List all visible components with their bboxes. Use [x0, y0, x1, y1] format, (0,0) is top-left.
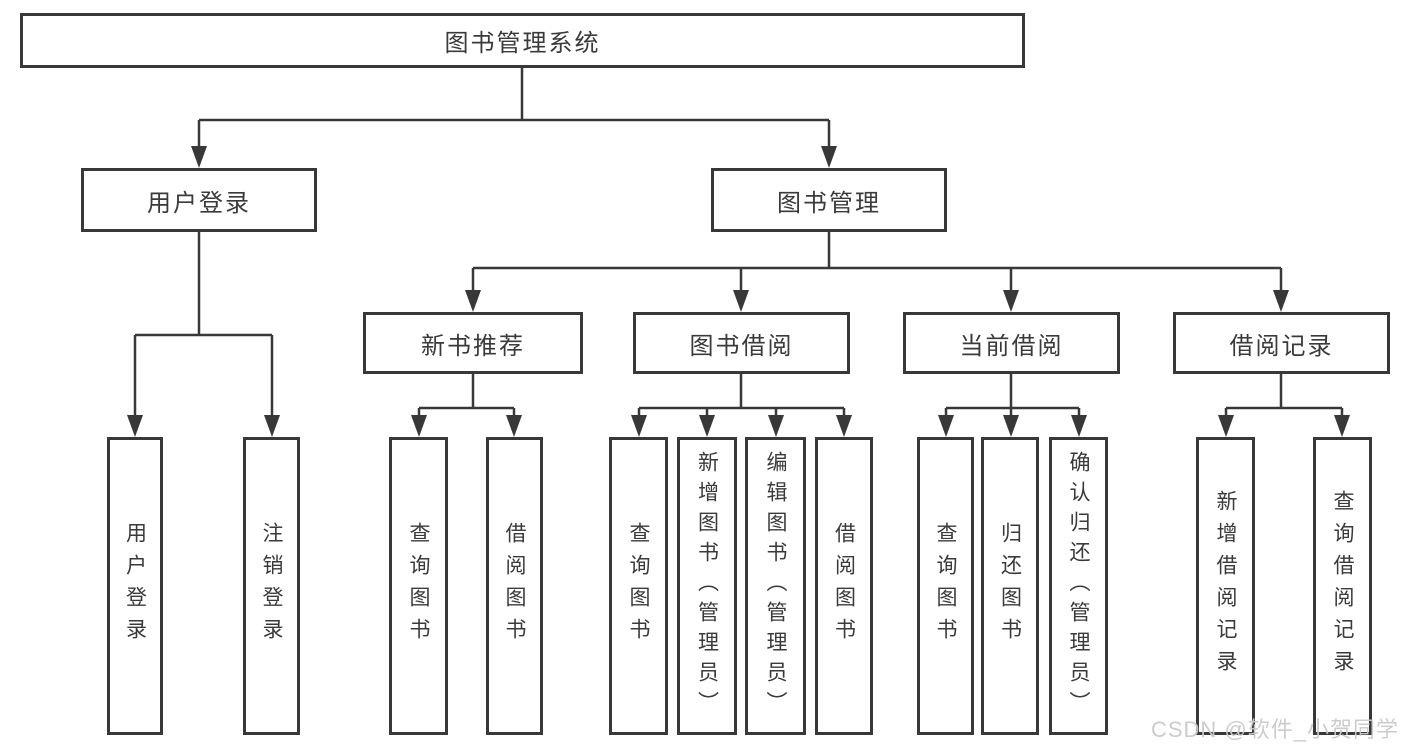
node-user-login: 用户登录 — [81, 168, 317, 232]
leaf-borrow-borrow-books-label: 借阅图书 — [832, 522, 856, 650]
leaf-borrow-borrow-books: 借阅图书 — [815, 437, 873, 735]
connector-user-login-children — [127, 232, 280, 437]
node-new-book-recommend: 新书推荐 — [363, 312, 583, 374]
leaf-borrow-edit-books-admin-label: 编辑图书（管理员） — [764, 451, 787, 721]
arrowhead — [264, 415, 280, 437]
arrowhead — [699, 415, 715, 437]
leaf-current-query-books-label: 查询图书 — [934, 522, 957, 650]
leaf-current-confirm-return-admin-label: 确认归还（管理员） — [1067, 451, 1090, 721]
node-library-system: 图书管理系统 — [20, 13, 1025, 68]
arrowhead — [1071, 415, 1087, 437]
arrowhead — [1003, 290, 1019, 312]
leaf-current-query-books: 查询图书 — [917, 437, 974, 735]
leaf-user-login-label: 用户登录 — [123, 522, 147, 650]
csdn-watermark: CSDN @软件_小贺同学 — [1150, 717, 1399, 742]
arrowhead — [1273, 290, 1289, 312]
connector-new-books-children — [411, 374, 522, 437]
arrowhead — [411, 415, 427, 437]
leaf-borrow-edit-books-admin: 编辑图书（管理员） — [745, 437, 806, 735]
leaf-newbooks-query-books-label: 查询图书 — [407, 522, 430, 650]
arrowhead — [768, 415, 784, 437]
leaf-records-add-record: 新增借阅记录 — [1196, 437, 1255, 735]
connector-book-mgmt-children — [465, 232, 1289, 312]
arrowhead — [127, 415, 143, 437]
leaf-user-login: 用户登录 — [107, 437, 163, 735]
leaf-borrow-query-books-label: 查询图书 — [627, 522, 650, 650]
leaf-logout: 注销登录 — [243, 437, 300, 735]
leaf-records-add-record-label: 新增借阅记录 — [1214, 490, 1237, 682]
leaf-newbooks-borrow-books: 借阅图书 — [486, 437, 543, 735]
leaf-records-query-record-label: 查询借阅记录 — [1331, 490, 1354, 682]
leaf-current-return-books-label: 归还图书 — [998, 522, 1022, 650]
leaf-borrow-add-books-admin-label: 新增图书（管理员） — [695, 451, 719, 721]
arrowhead — [1003, 415, 1019, 437]
leaf-borrow-query-books: 查询图书 — [609, 437, 668, 735]
arrowhead — [1218, 415, 1234, 437]
arrowhead — [836, 415, 852, 437]
leaf-current-confirm-return-admin: 确认归还（管理员） — [1049, 437, 1108, 735]
leaf-borrow-add-books-admin: 新增图书（管理员） — [677, 437, 737, 735]
arrowhead — [465, 290, 481, 312]
node-current-borrowing: 当前借阅 — [903, 312, 1120, 374]
leaf-current-return-books: 归还图书 — [981, 437, 1039, 735]
arrowhead — [506, 415, 522, 437]
arrowhead — [938, 415, 954, 437]
node-book-borrowing: 图书借阅 — [633, 312, 850, 374]
leaf-newbooks-borrow-books-label: 借阅图书 — [503, 522, 526, 650]
leaf-records-query-record: 查询借阅记录 — [1313, 437, 1372, 735]
arrowhead — [191, 146, 207, 168]
arrowhead — [821, 146, 837, 168]
connector-root-to-level2 — [191, 68, 837, 168]
node-book-management: 图书管理 — [711, 168, 947, 232]
connector-book-borrow-children — [631, 374, 852, 437]
connector-current-borrow-children — [938, 374, 1087, 437]
connector-borrow-records-children — [1218, 374, 1350, 437]
arrowhead — [631, 415, 647, 437]
leaf-logout-label: 注销登录 — [260, 522, 283, 650]
leaf-newbooks-query-books: 查询图书 — [389, 437, 448, 735]
node-borrowing-records: 借阅记录 — [1173, 312, 1390, 374]
arrowhead — [733, 290, 749, 312]
arrowhead — [1334, 415, 1350, 437]
